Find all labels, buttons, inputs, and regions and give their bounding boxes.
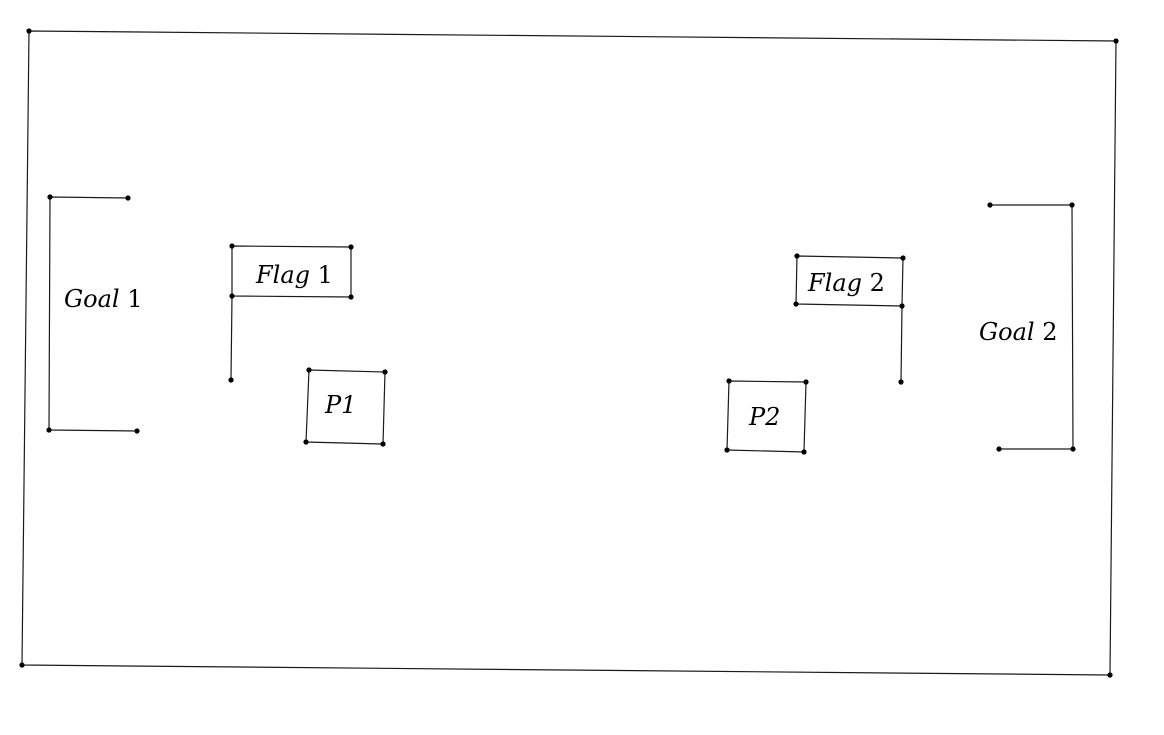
goal-2-bracket (990, 204, 1074, 450)
flag-1-label-number: 1 (318, 261, 333, 289)
goal-2-label-number: 2 (1042, 318, 1057, 346)
vertex-point (26, 28, 32, 34)
vertex-point (125, 195, 131, 201)
vertex-point (348, 244, 354, 250)
goal-1-label-name: Goal (64, 285, 120, 313)
flag-2-label-number: 2 (870, 269, 885, 297)
flag-1-label: Flag 1 (255, 261, 333, 289)
vertex-point (380, 441, 386, 447)
vertex-point (899, 303, 905, 309)
vertex-point (229, 293, 235, 299)
vertex-point (1070, 446, 1076, 452)
vertex-point (303, 439, 309, 445)
vertex-point (47, 194, 53, 200)
vertex-point (306, 367, 312, 373)
flag-2-label-name: Flag (807, 269, 862, 297)
flag-2-label: Flag 2 (807, 269, 885, 297)
vertex-point (134, 428, 140, 434)
flag-2-pole (900, 305, 903, 383)
vertex-point (987, 202, 993, 208)
vertex-point (382, 369, 388, 375)
goal-2-label: Goal 2 (979, 318, 1058, 346)
vertex-point (229, 243, 235, 249)
goal-1-label-number: 1 (127, 285, 142, 313)
vertex-point (726, 378, 732, 384)
vertex-points (19, 28, 1119, 678)
vertex-point (1113, 38, 1119, 44)
flag-1-label-name: Flag (255, 261, 310, 289)
vertex-point (1069, 202, 1075, 208)
player-2-label: P2 (748, 403, 780, 431)
goal-1-label: Goal 1 (64, 285, 143, 313)
vertex-point (900, 255, 906, 261)
vertex-point (19, 662, 25, 668)
flag-1-pole (230, 295, 233, 381)
vertex-point (793, 301, 799, 307)
vertex-point (348, 294, 354, 300)
goal-2-label-name: Goal (979, 318, 1035, 346)
vertex-point (996, 446, 1002, 452)
vertex-point (898, 379, 904, 385)
vertex-point (46, 427, 52, 433)
goal-1-bracket (48, 196, 138, 432)
field-boundary (21, 30, 1117, 676)
vertex-point (803, 379, 809, 385)
vertex-point (724, 447, 730, 453)
player-1-label: P1 (324, 391, 356, 419)
vertex-point (794, 253, 800, 259)
vertex-point (801, 449, 807, 455)
vertex-point (1107, 672, 1113, 678)
vertex-point (228, 377, 234, 383)
